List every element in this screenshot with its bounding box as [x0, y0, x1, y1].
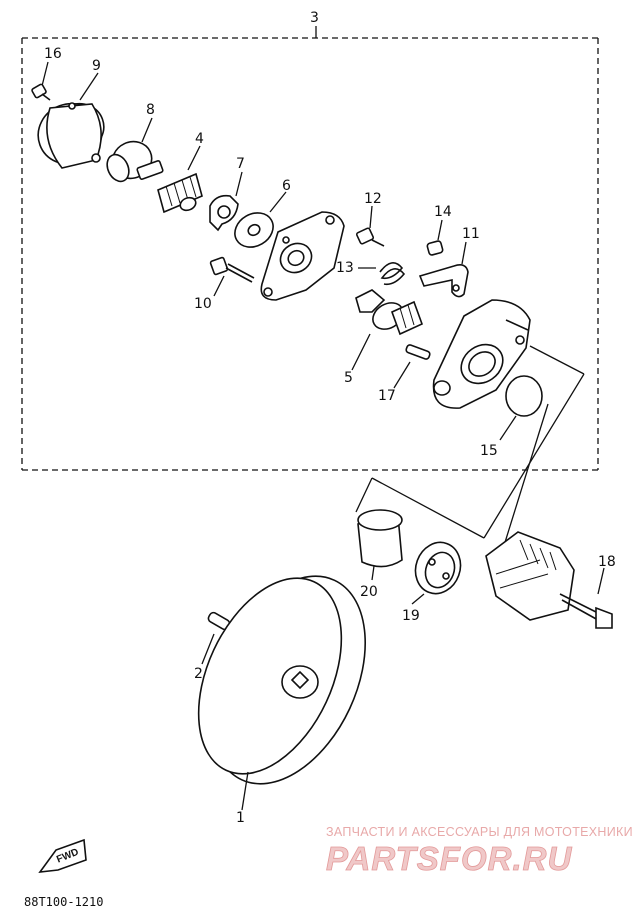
- part-1-pulley: [197, 575, 366, 811]
- callout-19: 19: [402, 608, 420, 624]
- part-17-pin: [393, 344, 431, 389]
- part-7-circlip: [209, 171, 243, 232]
- callout-1: 1: [236, 810, 245, 826]
- callout-13: 13: [336, 260, 354, 276]
- fwd-arrow-icon: FWD: [38, 838, 87, 873]
- callout-15: 15: [480, 443, 498, 459]
- callout-16: 16: [44, 46, 62, 62]
- callout-14: 14: [434, 204, 452, 220]
- part-10-bolt: [209, 256, 255, 297]
- part-4-worm-shaft: [157, 145, 203, 214]
- callout-17: 17: [378, 388, 396, 404]
- watermark-brand: PARTSFOR.RU: [326, 840, 572, 877]
- part-9-cover: [37, 72, 105, 169]
- callout-7: 7: [236, 156, 245, 172]
- assembly-leader-lines: [355, 345, 585, 553]
- part-20-sleeve: [357, 509, 403, 581]
- pump-body: [432, 299, 531, 409]
- callout-12: 12: [364, 191, 382, 207]
- callout-5: 5: [344, 370, 353, 386]
- part-15-plug: [499, 375, 543, 441]
- part-6-washer: [234, 191, 287, 248]
- callout-9: 9: [92, 58, 101, 74]
- callout-8: 8: [146, 102, 155, 118]
- callout-6: 6: [282, 178, 291, 194]
- pump-housing-plate: [260, 211, 345, 301]
- watermark-tagline: ЗАПЧАСТИ И АКСЕССУАРЫ ДЛЯ МОТОТЕХНИКИ: [326, 825, 633, 839]
- callout-11: 11: [462, 226, 480, 242]
- callout-18: 18: [598, 554, 616, 570]
- part-14-cap: [426, 219, 444, 256]
- part-5-gear-shaft: [351, 289, 424, 371]
- callout-2: 2: [194, 666, 203, 682]
- part-19-roller: [411, 541, 462, 605]
- part-13-spring: [358, 262, 406, 286]
- part-16-bolt: [31, 61, 51, 101]
- callout-4: 4: [195, 131, 204, 147]
- diagram-code: 88T100-1210: [24, 895, 103, 909]
- part-11-lever: [418, 241, 469, 298]
- callout-3: 3: [310, 10, 319, 26]
- callout-20: 20: [360, 584, 378, 600]
- part-8-gear-shaft: [106, 117, 164, 183]
- crankcase-fragment: [485, 531, 575, 621]
- assembly-boundary: [21, 26, 599, 471]
- callout-10: 10: [194, 296, 212, 312]
- part-18-bolt: [559, 567, 613, 629]
- part-12-screw: [355, 205, 385, 247]
